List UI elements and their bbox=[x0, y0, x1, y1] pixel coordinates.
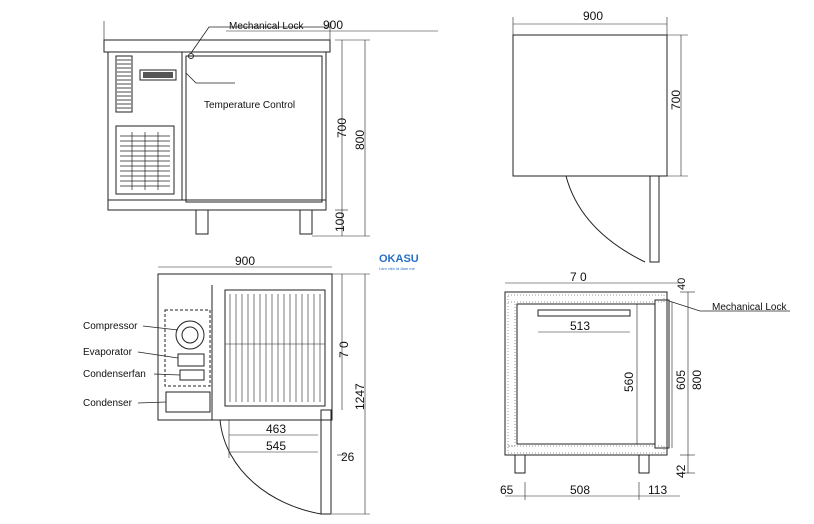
section-shelf bbox=[537, 309, 631, 317]
lock-icon bbox=[188, 53, 194, 59]
side-body bbox=[512, 34, 668, 177]
compressor-symbol bbox=[175, 320, 205, 350]
condenser-fan-label: Condenserfan bbox=[83, 369, 146, 380]
machine-compartment bbox=[164, 309, 211, 387]
dim-section-depth: 7 0 bbox=[570, 270, 587, 284]
vent-grille-bottom bbox=[115, 125, 175, 195]
dim-section-leg: 42 bbox=[674, 464, 688, 478]
dim-leg-left: 65 bbox=[500, 483, 514, 497]
dim-side-height: 700 bbox=[669, 90, 683, 110]
brand-tagline: Làm việc là đam mê bbox=[379, 266, 416, 271]
temperature-control-label: Temperature Control bbox=[204, 100, 295, 111]
brand-logo: OKASU bbox=[379, 253, 419, 265]
condenser-label: Condenser bbox=[83, 398, 133, 409]
section-leg-left bbox=[514, 454, 526, 474]
dim-top-depth-open: 1247 bbox=[353, 383, 367, 410]
top-door-arc bbox=[219, 419, 322, 515]
dim-section-top: 40 bbox=[676, 278, 688, 290]
front-view bbox=[103, 21, 438, 237]
condenser-symbol bbox=[165, 391, 211, 413]
evaporator-symbol bbox=[177, 353, 205, 367]
dim-leg-right: 113 bbox=[648, 483, 667, 497]
dim-door-thickness: 26 bbox=[341, 450, 355, 464]
vent-grille-top bbox=[115, 55, 133, 113]
condenser-fan-symbol bbox=[179, 369, 205, 381]
dim-door-545: 545 bbox=[266, 439, 286, 453]
top-door-open bbox=[320, 409, 332, 515]
side-door bbox=[649, 175, 660, 263]
dim-shelf-width: 513 bbox=[570, 319, 590, 333]
front-worktop bbox=[103, 39, 331, 53]
dim-top-width: 900 bbox=[235, 254, 255, 268]
compressor-label: Compressor bbox=[83, 321, 138, 332]
dim-leg-span: 508 bbox=[570, 483, 590, 497]
front-leg-left bbox=[195, 209, 209, 235]
front-leg-right bbox=[299, 209, 313, 235]
dim-door-463: 463 bbox=[266, 422, 286, 436]
dim-inner-height: 560 bbox=[622, 372, 636, 392]
top-shelf-grid bbox=[224, 289, 326, 407]
top-outline bbox=[157, 273, 333, 421]
dim-front-leg-height: 100 bbox=[333, 212, 347, 232]
mechanical-lock-side-label: Mechanical Lock bbox=[712, 302, 787, 313]
dim-door-height: 605 bbox=[674, 370, 688, 390]
temperature-controller bbox=[139, 69, 177, 81]
side-view bbox=[512, 17, 688, 263]
dim-front-total-height: 800 bbox=[353, 130, 367, 150]
mechanical-lock-front-label: Mechanical Lock bbox=[229, 21, 304, 32]
section-view bbox=[504, 282, 790, 500]
dim-front-width: 900 bbox=[323, 18, 343, 32]
section-leg-right bbox=[638, 454, 650, 474]
evaporator-label: Evaporator bbox=[83, 347, 133, 358]
front-door bbox=[185, 55, 323, 203]
section-door bbox=[654, 299, 670, 449]
door-swing-arc bbox=[565, 175, 646, 263]
section-outline bbox=[504, 291, 668, 456]
dim-section-total-height: 800 bbox=[690, 370, 704, 390]
insulation-hatch bbox=[507, 294, 665, 454]
top-view bbox=[137, 266, 370, 515]
dim-side-width: 900 bbox=[583, 9, 603, 23]
dim-top-depth: 7 0 bbox=[337, 341, 351, 358]
dim-front-body-height: 700 bbox=[335, 118, 349, 138]
